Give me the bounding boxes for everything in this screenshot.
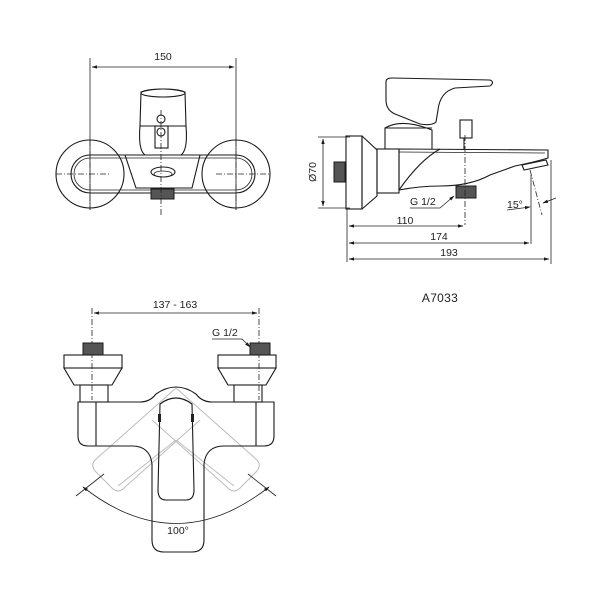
thread-label-side: G 1/2 <box>410 196 436 208</box>
dim-width-150: 150 <box>154 51 172 63</box>
lever-swing-angle: 100° <box>167 525 189 537</box>
front-view: 150 <box>55 51 271 215</box>
top-view: 137 - 163 G 1/2 100° <box>63 299 277 553</box>
dim-diameter-70: Ø70 <box>307 162 319 182</box>
dim-110: 110 <box>397 215 414 227</box>
side-view: Ø70 G 1/2 15° <box>307 77 557 264</box>
dim-193: 193 <box>440 247 458 259</box>
dim-connection-range: 137 - 163 <box>153 299 198 311</box>
angle-15-label: 15° <box>507 199 523 211</box>
model-code: A7033 <box>422 291 458 305</box>
dim-174: 174 <box>430 231 448 243</box>
thread-label-top: G 1/2 <box>212 327 238 339</box>
